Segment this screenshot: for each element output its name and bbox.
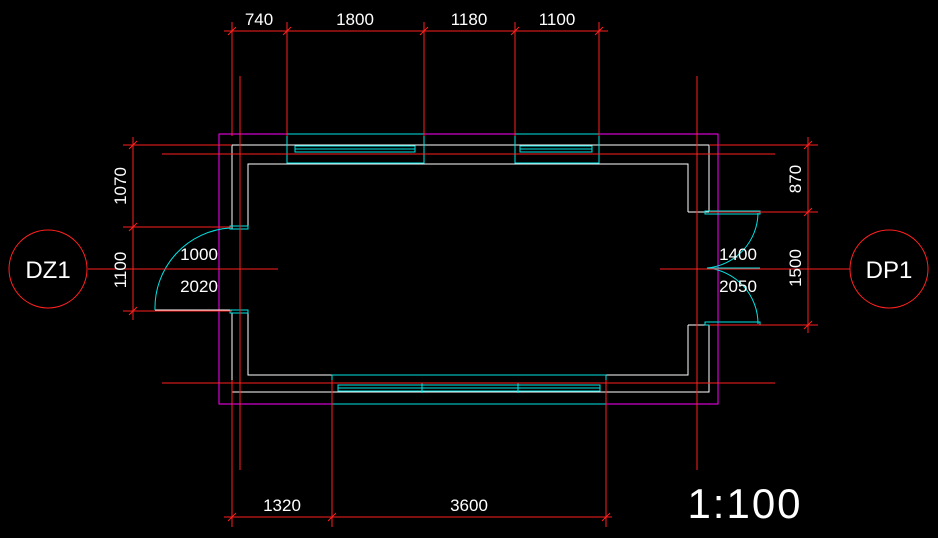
bottom-window <box>331 374 607 405</box>
right-door-tag: DP1 <box>849 229 929 309</box>
left-dimension-line <box>123 137 232 320</box>
wall-outer <box>231 144 710 393</box>
right-dim-1: 870 <box>786 165 805 193</box>
axis-lines <box>88 76 850 470</box>
right-door-swing <box>706 212 760 325</box>
left-door-width: 1000 <box>180 245 218 264</box>
top-dim-4: 1100 <box>539 10 576 29</box>
right-dimension-line <box>709 137 818 333</box>
bottom-dim-2: 3600 <box>450 496 488 515</box>
top-window-1 <box>286 133 425 164</box>
top-window-2 <box>514 133 600 164</box>
top-dim-3: 1180 <box>451 10 488 29</box>
top-dimension-line <box>224 22 608 136</box>
top-dim-1: 740 <box>245 10 273 29</box>
left-door-height: 2020 <box>180 277 218 296</box>
bottom-dimension-line <box>224 380 612 527</box>
left-door-tag-label: DZ1 <box>25 257 70 284</box>
wall-inner <box>247 163 689 376</box>
outer-outline <box>218 133 719 405</box>
left-dim-1: 1070 <box>111 167 130 205</box>
right-door-tag-label: DP1 <box>866 257 913 284</box>
left-door-swing <box>154 227 231 311</box>
left-dim-2: 1100 <box>111 252 130 289</box>
top-dim-2: 1800 <box>336 10 374 29</box>
right-door-height: 2050 <box>719 277 757 296</box>
right-door-width: 1400 <box>719 245 757 264</box>
scale-label: 1:100 <box>687 480 802 527</box>
right-dim-2: 1500 <box>786 249 805 287</box>
left-door-tag: DZ1 <box>8 229 88 309</box>
bottom-dim-1: 1320 <box>263 496 301 515</box>
